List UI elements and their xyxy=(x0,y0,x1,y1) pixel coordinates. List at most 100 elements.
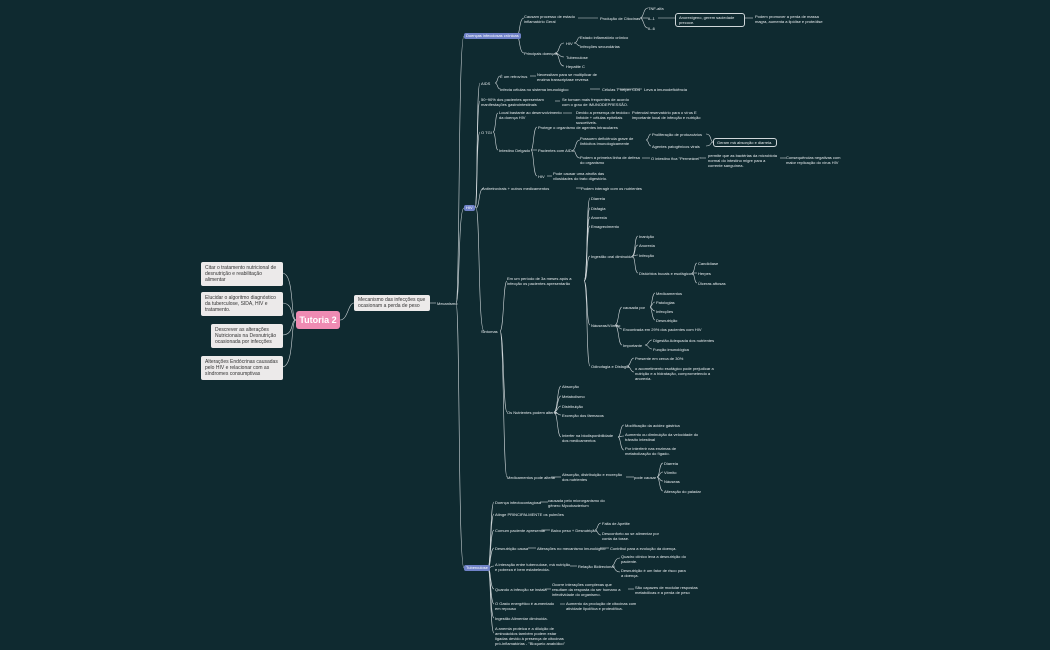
node-protozoa[interactable]: Proliferação de protozoários xyxy=(652,132,703,137)
node-disease-evolution[interactable]: Contribui para a evolução da doença. xyxy=(610,546,677,551)
node-digestion[interactable]: Digestão Adequada dos nutrientes xyxy=(653,338,715,343)
node-ulceras[interactable]: Úlceras aftosas xyxy=(698,281,726,286)
node-diarreia-2[interactable]: Diarreia xyxy=(664,461,679,466)
node-risk-factor[interactable]: Desnutrição é um fator de risco para a d… xyxy=(621,568,686,578)
node-caused-by[interactable]: causada por xyxy=(623,305,646,310)
node-lymphoid-tissue[interactable]: Devido a presença de tecido linfoide + c… xyxy=(576,110,627,125)
node-secondary-infections[interactable]: Infecções secundárias xyxy=(580,44,620,49)
node-anorexia-2[interactable]: Anorexia xyxy=(639,243,655,248)
node-il1[interactable]: IL-1 xyxy=(648,16,655,21)
node-hiv-b1[interactable]: HIV xyxy=(566,41,573,46)
node-desnutricao[interactable]: Desnutrição xyxy=(656,318,678,323)
node-villi-atrophy[interactable]: Pode causar uma atrofia das vilosidades … xyxy=(553,171,608,181)
node-lipolytic-cytokines[interactable]: Aumento da produção de citocinas com ati… xyxy=(566,601,637,611)
node-anabolic-block[interactable]: A anemia proteica e a diluição de aminoá… xyxy=(495,626,565,646)
node-inanicao[interactable]: Inanição xyxy=(639,234,655,239)
node-odinofagia[interactable]: Odinofagia e Disfagia xyxy=(591,364,630,369)
node-tgi[interactable]: O TGI xyxy=(481,130,492,135)
node-immunodepression[interactable]: Se tornam mais frequentes de acordo com … xyxy=(562,97,629,107)
node-hiv-b2[interactable]: HIV xyxy=(538,174,545,179)
node-sintomas[interactable]: Sintomas xyxy=(481,329,498,334)
node-candidiase[interactable]: Candidíase xyxy=(698,261,719,266)
box-malabsorption[interactable]: Geram má absorção e diarreia. xyxy=(713,138,777,147)
node-medicamentos[interactable]: Medicamentos xyxy=(656,291,683,296)
node-immune-function[interactable]: Função imunológica xyxy=(653,347,689,352)
node-low-weight[interactable]: Baixo peso + Desnutrição xyxy=(551,528,597,533)
node-metabolismo[interactable]: Metabolismo xyxy=(562,394,585,399)
node-hepatite-c[interactable]: Hepatite C xyxy=(566,64,585,69)
node-immunodeficiency[interactable]: Leva a imunodeficiência xyxy=(644,87,687,92)
node-common-present[interactable]: Comum paciente apresentar xyxy=(495,528,546,533)
node-aids[interactable]: AIDS xyxy=(481,81,491,86)
node-muscle-loss[interactable]: Podem promover a perda de massa magra, a… xyxy=(755,14,823,24)
node-lungs[interactable]: Atinge PRINCIPALMENTE os pulmões xyxy=(495,512,564,517)
side-topic-diagnosis[interactable]: Elucidar o algoritmo diagnóstico da tube… xyxy=(201,292,283,316)
node-cytokines[interactable]: Produção de Citocinas xyxy=(600,16,641,21)
node-oral-intake[interactable]: Ingestão oral diminuída xyxy=(591,254,633,259)
node-infectious-disease[interactable]: Doença infectocontagiosa xyxy=(495,500,542,505)
node-first-defense[interactable]: Podem a primeira linha de defesa do orga… xyxy=(580,155,640,165)
node-reverse-transcriptase[interactable]: Necessitam para se multiplicar de enzima… xyxy=(537,72,598,82)
node-tnf[interactable]: TNF-alfa xyxy=(648,6,664,11)
node-cough[interactable]: Desconforto ao se alimentar por conta da… xyxy=(602,531,659,541)
node-absorcao[interactable]: Absorção xyxy=(562,384,579,389)
node-nausea[interactable]: Náuseas/Vômito xyxy=(591,323,621,328)
node-metabolic-responses[interactable]: São capazes de modular respostas metaból… xyxy=(635,585,698,595)
side-topic-treatment[interactable]: Citar o tratamento nutricional de desnut… xyxy=(201,262,283,286)
node-30-percent[interactable]: Presente em cerca de 30% xyxy=(635,356,684,361)
node-liver-enzymes[interactable]: Por interferir nas enzimas de metaboliza… xyxy=(625,446,677,456)
node-chronic-state[interactable]: Estado inflamatório crônico xyxy=(580,35,629,40)
node-important[interactable]: Importante xyxy=(623,343,643,348)
tag-tuberculose[interactable]: Tuberculose xyxy=(464,565,490,571)
node-excrecao[interactable]: Excreção dos fármacos xyxy=(562,413,604,418)
node-distribuicao[interactable]: Distribuição xyxy=(562,404,583,409)
node-bioavailability[interactable]: Interfer na biodisponibilidade dos medic… xyxy=(562,433,614,443)
tag-chronic-infections[interactable]: Doenças infecciosas crônicas xyxy=(464,33,521,39)
node-il6[interactable]: IL-6 xyxy=(648,26,655,31)
node-appetite[interactable]: Falta de Apetite xyxy=(602,521,630,526)
node-diarreia[interactable]: Diarreia xyxy=(591,196,606,201)
node-viral-agents[interactable]: Agentes patogênicos virais xyxy=(652,144,700,149)
node-tuberculose-b1[interactable]: Tuberculose xyxy=(566,55,588,60)
node-infeccao[interactable]: Infecção xyxy=(639,253,655,258)
node-disfagia[interactable]: Disfagia xyxy=(591,206,606,211)
node-permeable[interactable]: O intestino fica "Permeável" xyxy=(651,156,701,161)
node-tgi-local[interactable]: Local bastante ao desenvolvimento da doe… xyxy=(499,110,562,120)
node-mycobacterium[interactable]: causada pelo microrganismo do gênero Myc… xyxy=(548,498,605,508)
node-mecanismo[interactable]: Mecanismo xyxy=(437,301,458,306)
node-drugs-alter[interactable]: Medicamentos pode alterar xyxy=(507,475,556,480)
node-energy-expenditure[interactable]: O Gasto energético é aumentado em repous… xyxy=(495,601,555,611)
node-infection-installs[interactable]: Quando a infecção se instala xyxy=(495,587,547,592)
node-infeccoes[interactable]: Infecções xyxy=(656,309,674,314)
node-poverty[interactable]: A interação entre tuberculose, má nutriç… xyxy=(495,562,571,572)
node-patologias[interactable]: Patologias xyxy=(656,300,675,305)
node-antiretrovirals[interactable]: Antiretrovirais + outros medicamentos xyxy=(482,186,550,191)
node-bacteria-migrate[interactable]: permite que as bactérias da microbiota n… xyxy=(708,153,777,168)
box-anorexigenic[interactable]: Anorexigeno, gerem saciedade precoce. xyxy=(675,13,745,27)
node-complex-interactions[interactable]: Ocorre interações complexas que resultam… xyxy=(552,582,621,597)
node-gi-percentage[interactable]: 50~90% dos pacientes apresentam manifest… xyxy=(481,97,544,107)
central-topic[interactable]: Tutoria 2 xyxy=(296,311,340,329)
node-herpes[interactable]: Herpes xyxy=(698,271,711,276)
node-protects[interactable]: Protege o organismo de agentes intracula… xyxy=(538,125,618,130)
node-nauseas[interactable]: Náuseas xyxy=(664,479,680,484)
node-inflammatory-state[interactable]: Causam processo de estado inflamatório G… xyxy=(524,14,575,24)
tag-hiv[interactable]: HIV xyxy=(464,205,475,211)
node-three-months[interactable]: Em um período de 3a meses após a infecçã… xyxy=(507,276,572,286)
node-main-diseases[interactable]: Principais doenças xyxy=(524,51,558,56)
node-transit[interactable]: Aumento ou diminuição da velocidade do t… xyxy=(625,432,699,442)
node-emagrecimento[interactable]: Emagrecimento xyxy=(591,224,620,229)
node-anorexia[interactable]: Anorexia xyxy=(591,215,607,220)
side-topic-endocrine[interactable]: Alterações Endócrinas causadas pelo HIV … xyxy=(201,356,283,380)
node-nutrient-interaction[interactable]: Podem interagir com os nutrientes xyxy=(581,186,642,191)
node-lymphocyte-deficiency[interactable]: Possuem deficiência grave de linfócitos … xyxy=(580,136,634,146)
node-cd4[interactable]: Células T helper CD4 xyxy=(602,87,641,92)
subtopic-mechanism[interactable]: Mecanismo das infecções que ocasionam a … xyxy=(354,295,430,311)
node-aids-patients[interactable]: Pacientes com AIDs xyxy=(538,148,574,153)
node-gastric-acidity[interactable]: Modificação da acidez gástrica xyxy=(625,423,680,428)
node-oral-disorders[interactable]: Distúrbios bucais e esofágicos xyxy=(639,271,694,276)
node-can-cause[interactable]: pode causar xyxy=(634,475,657,480)
node-small-intestine[interactable]: Intestino Delgado xyxy=(499,148,531,153)
node-malnutrition-causes[interactable]: Desnutrição causa xyxy=(495,546,529,551)
node-reservoir[interactable]: Potencial reservatório para o vírus E im… xyxy=(632,110,701,120)
